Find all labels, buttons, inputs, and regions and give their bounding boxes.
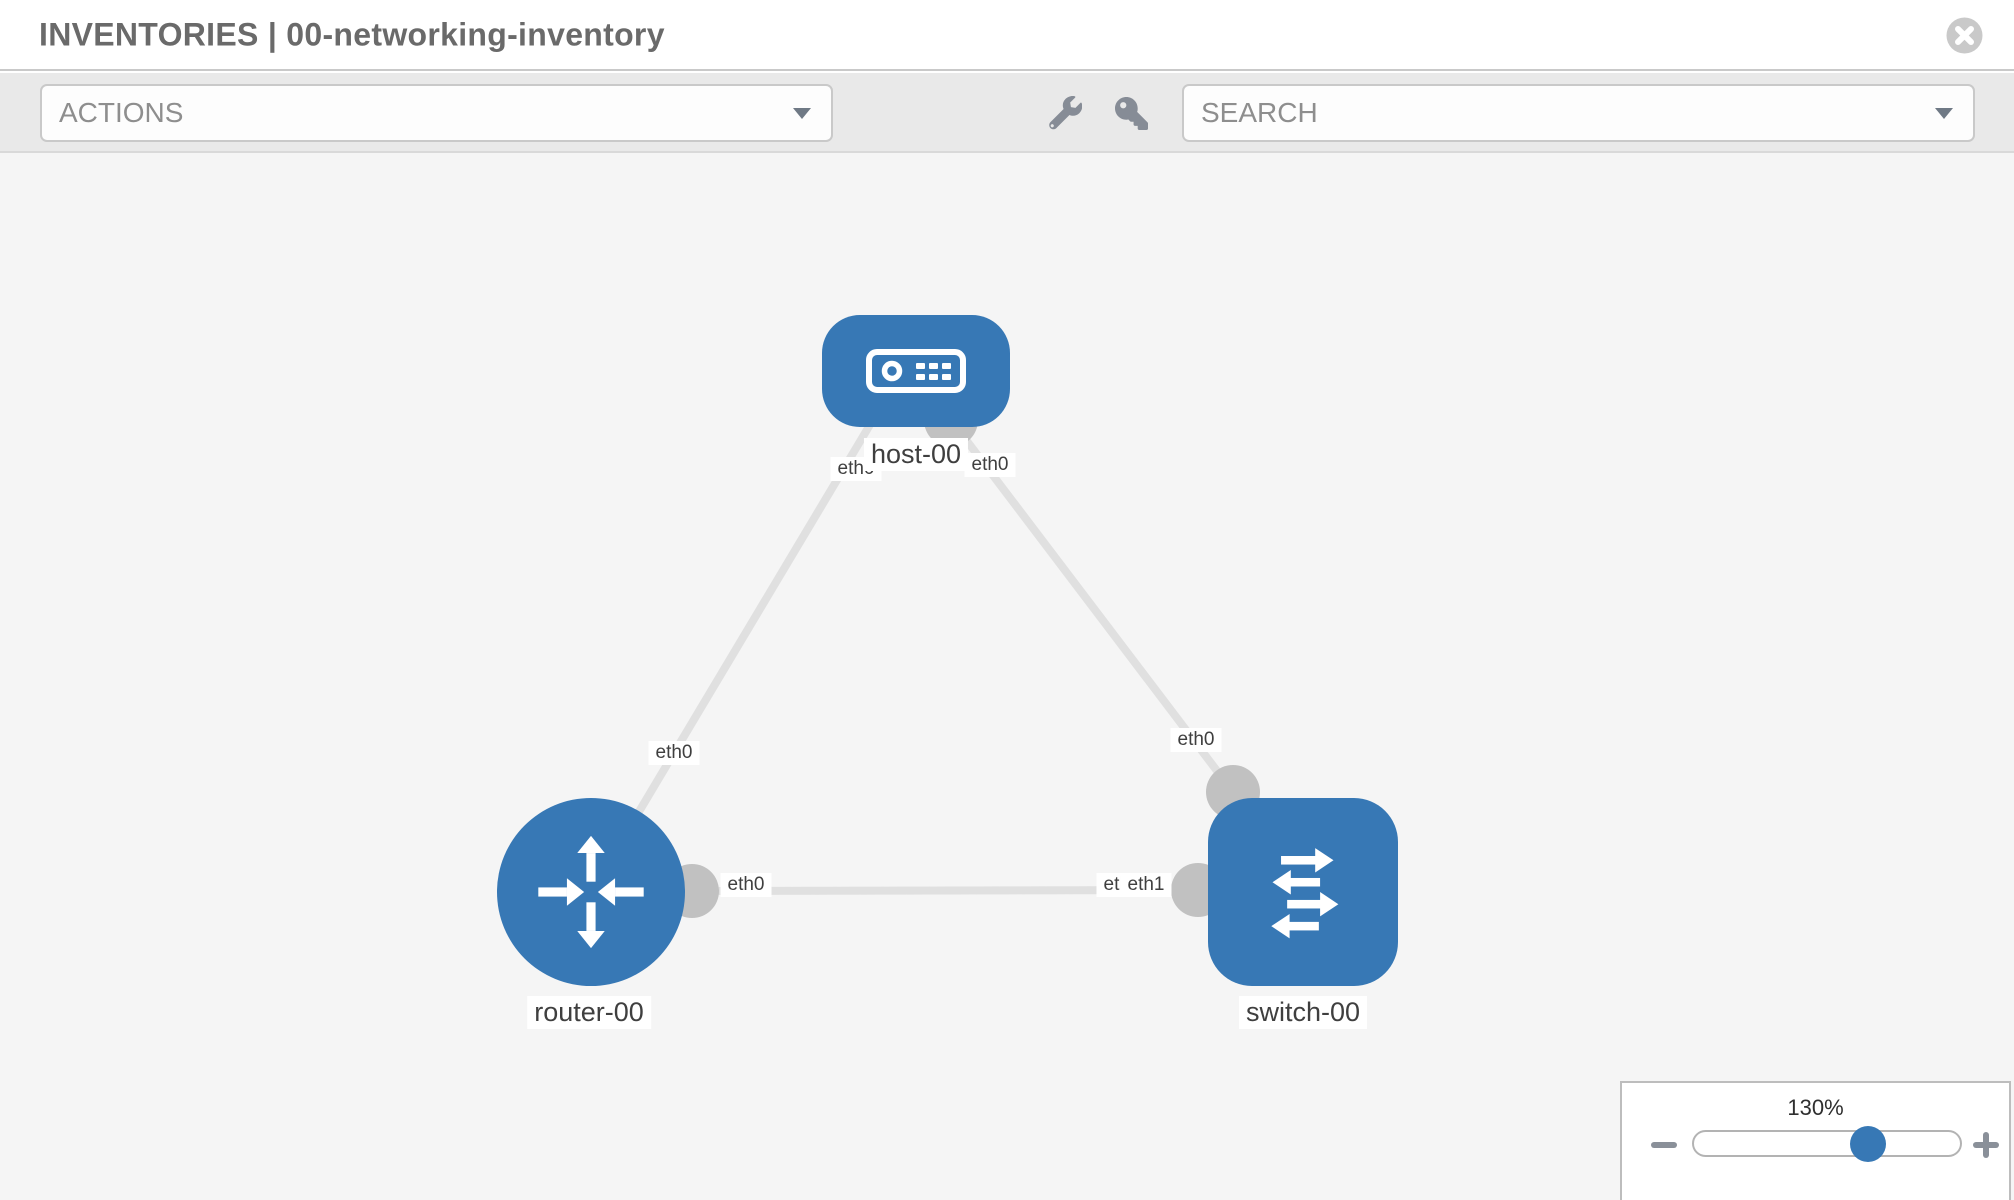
node-host-00[interactable]	[822, 315, 1010, 427]
interface-label-switch-end-eth1: eth1	[1120, 873, 1172, 897]
interface-label-router-end: eth0	[720, 873, 772, 897]
switch-icon	[1271, 848, 1339, 939]
router-icon	[538, 835, 644, 949]
page-title: INVENTORIES | 00-networking-inventory	[39, 16, 665, 52]
zoom-out-icon[interactable]	[1650, 1131, 1678, 1159]
interface-label-router-host-link: eth0	[648, 741, 700, 765]
actions-dropdown-label: ACTIONS	[59, 97, 184, 128]
node-label-host: host-00	[863, 438, 969, 472]
interface-label-host-right: eth0	[964, 453, 1016, 477]
header: INVENTORIES | 00-networking-inventory	[0, 0, 2014, 71]
close-button[interactable]	[1946, 17, 1983, 54]
zoom-panel: 130%	[1620, 1081, 2011, 1200]
wrench-icon[interactable]	[1048, 96, 1082, 130]
key-icon[interactable]	[1115, 96, 1148, 130]
zoom-slider-handle[interactable]	[1850, 1126, 1886, 1162]
toolbar: ACTIONS SEARCH	[0, 73, 2014, 153]
search-dropdown[interactable]: SEARCH	[1182, 84, 1975, 142]
topology-canvas[interactable]: host-00 eth0 eth0 eth0 eth0 eth0 eth0 et…	[0, 153, 2014, 1200]
node-label-router: router-00	[527, 996, 651, 1030]
zoom-in-icon[interactable]	[1972, 1131, 2000, 1159]
chevron-down-icon	[1935, 107, 1953, 119]
zoom-level: 130%	[1787, 1095, 1844, 1120]
node-switch-00[interactable]	[1208, 798, 1398, 986]
host-icon	[866, 349, 966, 393]
topology-links-layer	[587, 393, 1260, 918]
interface-label-host-switch-link: eth0	[1170, 728, 1222, 752]
chevron-down-icon	[793, 107, 811, 119]
actions-dropdown[interactable]: ACTIONS	[40, 84, 833, 142]
node-router-00[interactable]	[497, 798, 685, 986]
close-icon	[1946, 17, 1983, 54]
zoom-slider[interactable]	[1692, 1126, 1962, 1162]
search-dropdown-label: SEARCH	[1201, 97, 1318, 128]
toolbar-tools	[1048, 73, 1148, 153]
node-label-switch: switch-00	[1238, 996, 1368, 1030]
